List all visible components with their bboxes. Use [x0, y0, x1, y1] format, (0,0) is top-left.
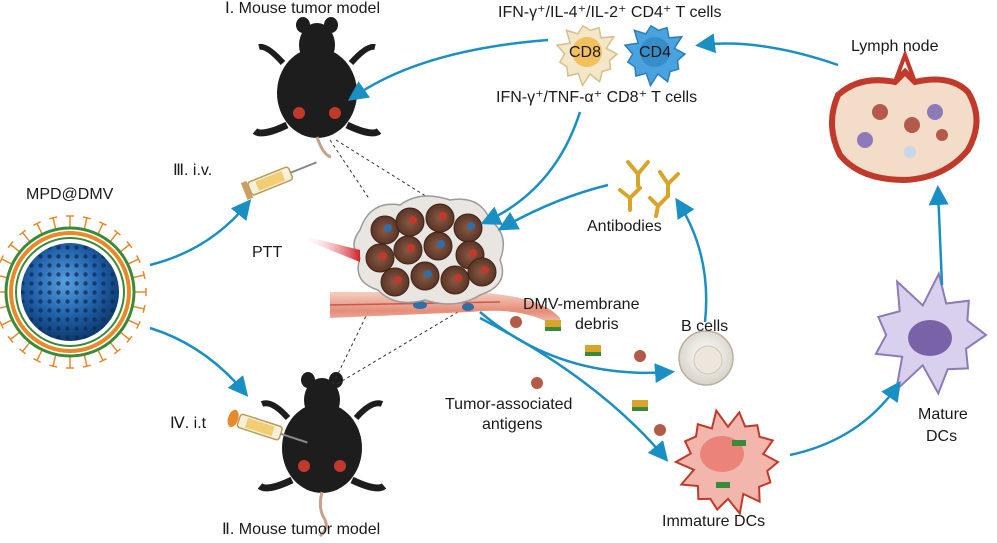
- arrow-np-to-it: [149, 326, 249, 397]
- mature-dcs-label-line1: Mature: [918, 406, 968, 423]
- antibodies-graphic: [618, 160, 680, 218]
- nanoparticle-graphic: [0, 215, 147, 369]
- arrow-antibodies-to-tumor: [497, 183, 609, 231]
- nanoparticle-label: MPD@DMV: [26, 186, 114, 203]
- flow-arrows: [149, 33, 949, 462]
- lymph-node-graphic: [828, 49, 980, 184]
- blood-vessel-graphic: [329, 292, 560, 330]
- cd4-cells-label: IFN-γ⁺/IL-4⁺/IL-2⁺ CD4⁺ T cells: [498, 4, 722, 21]
- cd4-tag: CD4: [639, 44, 672, 61]
- tumor-mass-graphic: [353, 195, 505, 305]
- arrow-bcell-to-antibodies: [675, 197, 708, 323]
- nanoparticle-spikes: [0, 215, 147, 369]
- cd4-cell-graphic: [623, 24, 687, 88]
- cd8-tag: CD8: [569, 44, 602, 61]
- debris-label-line2: debris: [575, 316, 619, 333]
- mouse-model-bottom-label: Ⅱ. Mouse tumor model: [222, 521, 381, 538]
- mature-dc-graphic: [874, 270, 988, 396]
- debris-antigens-graphic: [510, 316, 666, 436]
- immature-dc-graphic: [673, 408, 780, 516]
- laser-beam: [300, 235, 360, 262]
- cd8-cells-label: IFN-γ⁺/TNF-α⁺ CD8⁺ T cells: [496, 89, 698, 106]
- arrow-tcells-to-mouse: [347, 38, 549, 101]
- arrow-cd8-to-tumor: [480, 111, 582, 225]
- antibodies-label: Antibodies: [587, 218, 662, 235]
- debris-label-line1: DMV-membrane: [523, 296, 640, 313]
- antigens-label-line2: antigens: [482, 416, 543, 433]
- antigens-label-line1: Tumor-associated: [445, 396, 573, 413]
- arrow-vessel-to-idc: [479, 316, 669, 462]
- b-cells-label: B cells: [681, 318, 729, 335]
- b-cell-graphic: [678, 330, 734, 386]
- ptt-label: PTT: [252, 244, 283, 261]
- syringe-iv-graphic: [240, 161, 317, 200]
- immature-dcs-label: Immature DCs: [662, 513, 766, 530]
- arrow-np-to-iv: [149, 199, 252, 267]
- zoom-lines: [329, 139, 459, 385]
- cd8-cell-graphic: [555, 24, 619, 88]
- arrow-idc-to-mdc: [789, 380, 901, 457]
- syringe-it-graphic: [227, 409, 308, 444]
- mouse-model-top-label: Ⅰ. Mouse tumor model: [225, 0, 380, 17]
- mouse-top-graphic: [252, 17, 382, 159]
- route-iv-label: Ⅲ. i.v.: [173, 162, 213, 179]
- arrow-lymph-to-tcells: [695, 33, 839, 67]
- arrow-mdc-to-lymph: [928, 185, 949, 286]
- route-it-label: Ⅳ. i.t: [170, 415, 207, 432]
- mouse-bottom-graphic: [257, 372, 387, 538]
- lymph-node-label: Lymph node: [851, 38, 939, 55]
- mature-dcs-label-line2: DCs: [926, 428, 958, 445]
